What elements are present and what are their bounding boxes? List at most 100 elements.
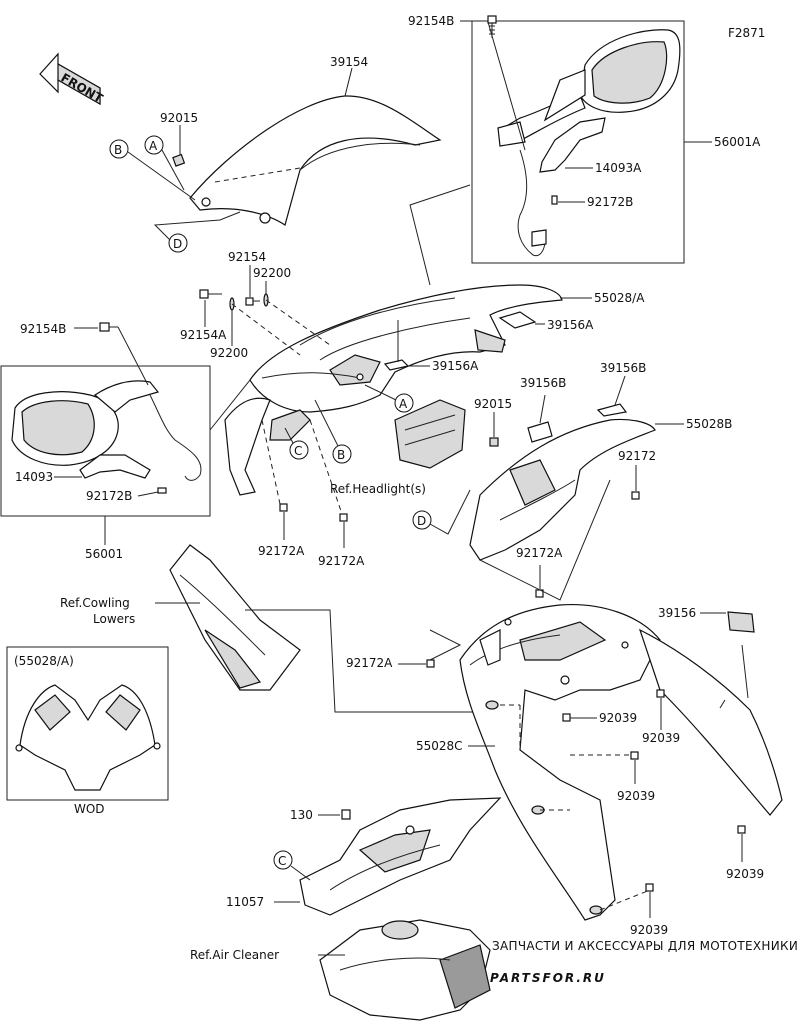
label-39156A-2: 39156A [432, 359, 479, 373]
label-92154B-left: 92154B [20, 322, 66, 336]
clip-92015-left[interactable] [172, 153, 186, 167]
screw-92172B-left[interactable] [157, 487, 167, 494]
label-92039-3: 92039 [617, 789, 655, 803]
label-39156B-2: 39156B [600, 361, 646, 375]
stay-14093A-part[interactable] [539, 117, 606, 173]
mirror-left-part[interactable] [11, 380, 160, 466]
svg-text:A: A [149, 139, 158, 153]
mirror-wire-left [149, 394, 202, 481]
screw-92172A-1[interactable] [279, 503, 288, 512]
label-92172A-4: 92172A [346, 656, 393, 670]
screw-92039-1[interactable] [562, 713, 571, 722]
bolt-92154B-top[interactable] [487, 15, 497, 38]
ref-headlights: Ref.Headlight(s) [330, 482, 426, 496]
screw-92172-right[interactable] [631, 491, 640, 500]
sticker-39156B-2[interactable] [596, 403, 628, 417]
label-55028A: 55028/A [594, 291, 645, 305]
front-arrow-icon: FRONT [39, 52, 106, 106]
ref-air-cleaner: Ref.Air Cleaner [190, 948, 279, 962]
left-fairing-part[interactable] [169, 544, 301, 691]
bolt-92154B-left[interactable] [99, 322, 118, 332]
label-39156B-1: 39156B [520, 376, 566, 390]
label-92154: 92154 [228, 250, 266, 264]
svg-text:D: D [173, 237, 182, 251]
watermark-logo: PARTSFOR.RU [490, 971, 606, 985]
wod-box [6, 646, 169, 801]
mirror-right-part[interactable] [497, 29, 681, 147]
label-92039-4: 92039 [726, 867, 764, 881]
callout-a-top: A [144, 135, 164, 155]
label-39154: 39154 [330, 55, 368, 69]
callout-b-top: B [109, 139, 129, 159]
screw-92039-2[interactable] [656, 689, 665, 698]
bolt-92154[interactable] [245, 297, 260, 306]
label-92039-5: 92039 [630, 923, 668, 937]
screw-92039-3[interactable] [630, 751, 639, 760]
label-92200-top: 92200 [253, 266, 291, 280]
screw-92039-4[interactable] [737, 825, 746, 834]
label-92154A: 92154A [180, 328, 227, 342]
svg-text:C: C [294, 444, 302, 458]
screw-92172A-2[interactable] [339, 513, 348, 522]
diagram-id: F2871 [728, 26, 765, 40]
callout-a-mid: A [394, 393, 414, 413]
label-14093: 14093 [15, 470, 53, 484]
clip-92015-right[interactable] [489, 437, 499, 447]
sticker-39156B-1[interactable] [527, 421, 553, 443]
label-55028C: 55028C [416, 739, 463, 753]
headlight-bracket-part[interactable] [394, 399, 466, 469]
under-cowl-strip[interactable] [638, 628, 783, 816]
label-130: 130 [290, 808, 313, 822]
callout-c-bottom: C [273, 850, 293, 870]
windshield-part[interactable] [189, 95, 442, 226]
wod-title: (55028/A) [14, 654, 74, 668]
label-92172B-right: 92172B [587, 195, 633, 209]
mid-cowl-part[interactable] [469, 418, 656, 561]
label-92039-1: 92039 [599, 711, 637, 725]
sticker-39156A-1[interactable] [498, 311, 537, 329]
label-92154B-top: 92154B [408, 14, 454, 28]
label-92172A-3: 92172A [516, 546, 563, 560]
label-92172B-left: 92172B [86, 489, 132, 503]
label-56001: 56001 [85, 547, 123, 561]
ref-cowling-lowers-1: Ref.Cowling [60, 596, 130, 610]
label-14093A: 14093A [595, 161, 642, 175]
label-39156-right: 39156 [658, 606, 696, 620]
callout-d-top: D [168, 233, 188, 253]
wod-caption: WOD [74, 802, 105, 816]
label-55028B: 55028B [686, 417, 732, 431]
screw-92172B-right[interactable] [551, 195, 558, 205]
label-92039-2: 92039 [642, 731, 680, 745]
label-39156A-1: 39156A [547, 318, 594, 332]
ref-cowling-lowers-2: Lowers [93, 612, 135, 626]
label-92172-right: 92172 [618, 449, 656, 463]
label-92172A-1: 92172A [258, 544, 305, 558]
svg-text:D: D [417, 514, 426, 528]
stay-14093-part[interactable] [79, 454, 151, 479]
label-92200-bottom: 92200 [210, 346, 248, 360]
sticker-39156-right[interactable] [727, 611, 755, 633]
inner-stay-part[interactable] [224, 397, 311, 496]
inner-panel-part[interactable] [299, 797, 502, 916]
label-56001A: 56001A [714, 135, 761, 149]
wod-cowl-part [15, 684, 161, 791]
mirror-wire-right [517, 149, 546, 257]
svg-text:C: C [278, 854, 286, 868]
label-92015-left: 92015 [160, 111, 198, 125]
svg-text:B: B [337, 448, 345, 462]
air-cleaner-part [319, 919, 491, 1021]
upper-cowl-part[interactable] [249, 284, 563, 413]
side-cowl-part[interactable] [459, 603, 661, 921]
label-92172A-2: 92172A [318, 554, 365, 568]
bolt-92154A[interactable] [199, 289, 222, 299]
callout-d-mid: D [412, 510, 432, 530]
screw-92039-5[interactable] [645, 883, 654, 892]
label-11057: 11057 [226, 895, 264, 909]
callout-b-mid: B [332, 444, 352, 464]
watermark-line1: ЗАПЧАСТИ И АКСЕССУАРЫ ДЛЯ МОТОТЕХНИКИ [492, 939, 798, 953]
screw-92172A-4[interactable] [426, 659, 435, 668]
svg-text:B: B [114, 143, 122, 157]
bolt-130[interactable] [341, 809, 351, 820]
svg-text:A: A [399, 397, 408, 411]
